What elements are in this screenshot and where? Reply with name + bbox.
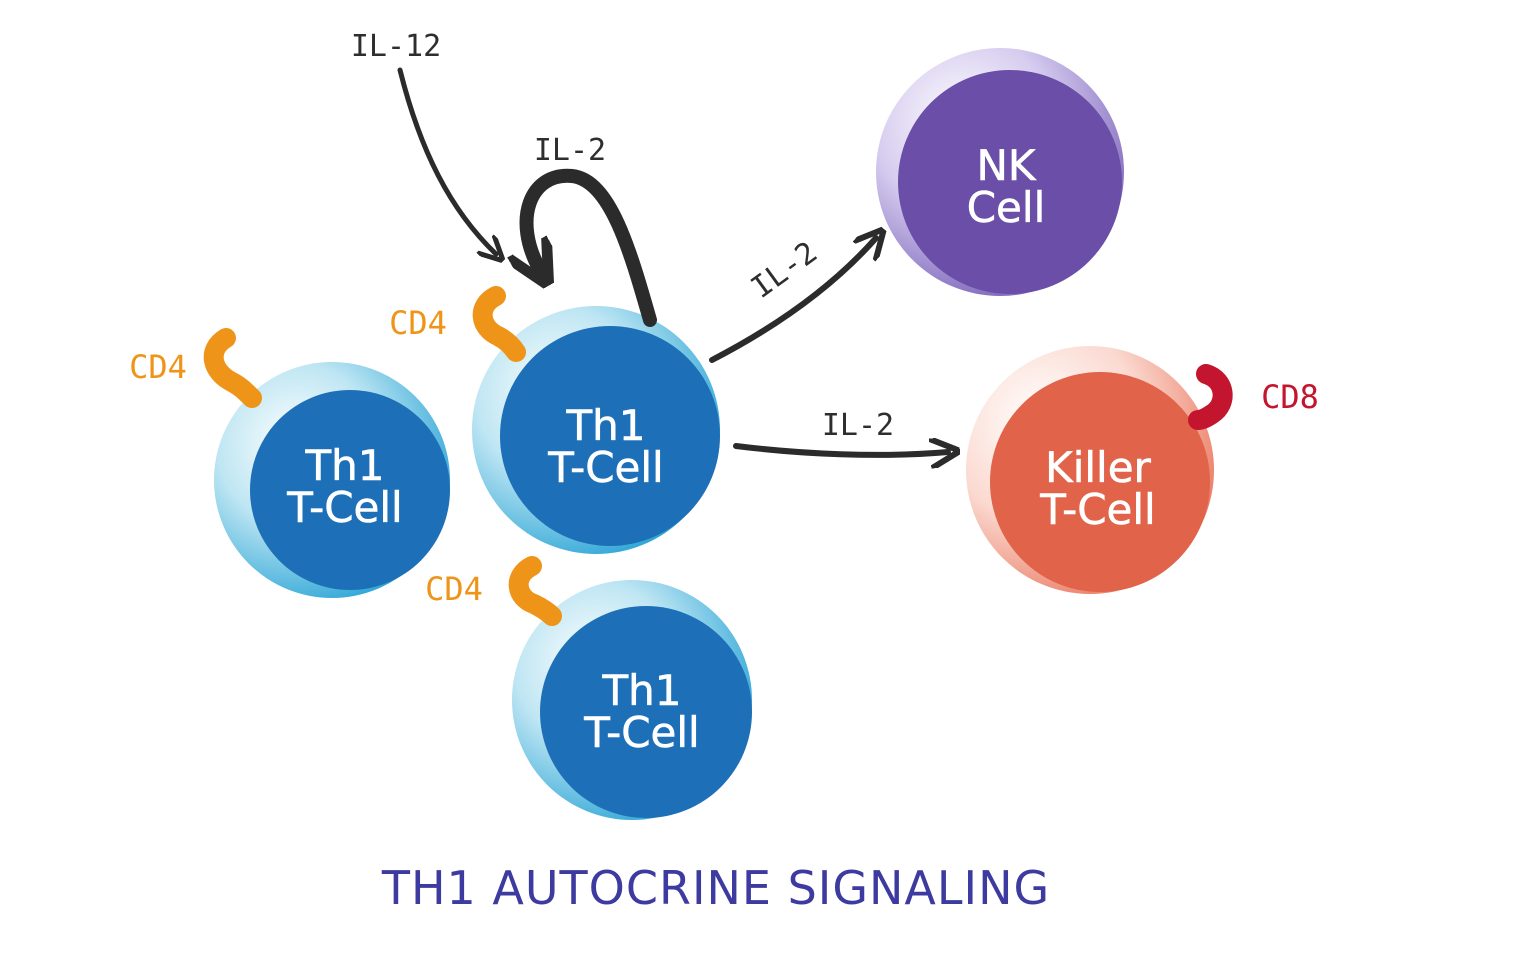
cd4-receptor-center: CD4: [389, 286, 526, 362]
il12-signal: IL-12: [351, 29, 496, 254]
cd8-receptor: CD8: [1188, 364, 1319, 430]
il12-label: IL-12: [351, 29, 441, 64]
th1-cell-bottom-body: [540, 606, 752, 818]
cd4-label-left: CD4: [129, 348, 187, 386]
il2-to-killer-signal: IL-2: [733, 408, 948, 455]
killer-t-cell-label-line1: Killer: [1045, 443, 1151, 492]
cd4-receptor-left: CD4: [129, 328, 262, 408]
il12-arrow: [397, 67, 496, 254]
th1-cell-center: Th1 T-Cell: [472, 306, 720, 554]
th1-cell-bottom: Th1 T-Cell: [512, 580, 752, 820]
th1-cell-left-label-line2: T-Cell: [286, 483, 402, 532]
th1-cell-bottom-label-line2: T-Cell: [583, 708, 699, 757]
th1-cell-left: Th1 T-Cell: [214, 362, 450, 598]
nk-cell-body: [898, 70, 1122, 294]
cd8-receptor-shape: [1188, 364, 1233, 430]
nk-cell-label-line1: NK: [977, 141, 1037, 190]
cd4-receptor-bottom: CD4: [425, 556, 562, 626]
nk-cell: NK Cell: [876, 48, 1124, 296]
th1-cell-bottom-label-line1: Th1: [602, 666, 682, 715]
cd4-label-bottom: CD4: [425, 570, 483, 608]
il2-to-nk-signal: IL-2: [709, 235, 876, 363]
cd4-receptor-left-shape: [203, 328, 262, 408]
th1-cell-center-label-line2: T-Cell: [547, 443, 663, 492]
cd8-label: CD8: [1261, 378, 1319, 416]
diagram-caption: TH1 AUTOCRINE SIGNALING: [381, 861, 1050, 915]
nk-cell-label-line2: Cell: [967, 183, 1046, 232]
il2-autocrine-arrow: [527, 168, 657, 327]
il2-to-killer-label: IL-2: [822, 408, 894, 443]
cd4-label-center: CD4: [389, 304, 447, 342]
killer-t-cell-label-line2: T-Cell: [1039, 485, 1155, 534]
cd4-receptor-bottom-shape: [508, 556, 562, 626]
th1-cell-left-label-line1: Th1: [305, 441, 385, 490]
killer-t-cell-body: [990, 372, 1210, 592]
th1-cell-center-body: [500, 326, 720, 546]
th1-cell-left-body: [250, 390, 450, 590]
cd4-receptor-center-shape: [472, 286, 526, 362]
il2-autocrine-signal: IL-2: [527, 133, 657, 327]
th1-cell-center-label-line1: Th1: [566, 401, 646, 450]
il2-to-nk-arrow: [709, 238, 876, 363]
killer-t-cell: Killer T-Cell: [966, 346, 1214, 594]
il2-to-killer-arrow: [733, 446, 948, 455]
il2-autocrine-label: IL-2: [534, 133, 606, 168]
